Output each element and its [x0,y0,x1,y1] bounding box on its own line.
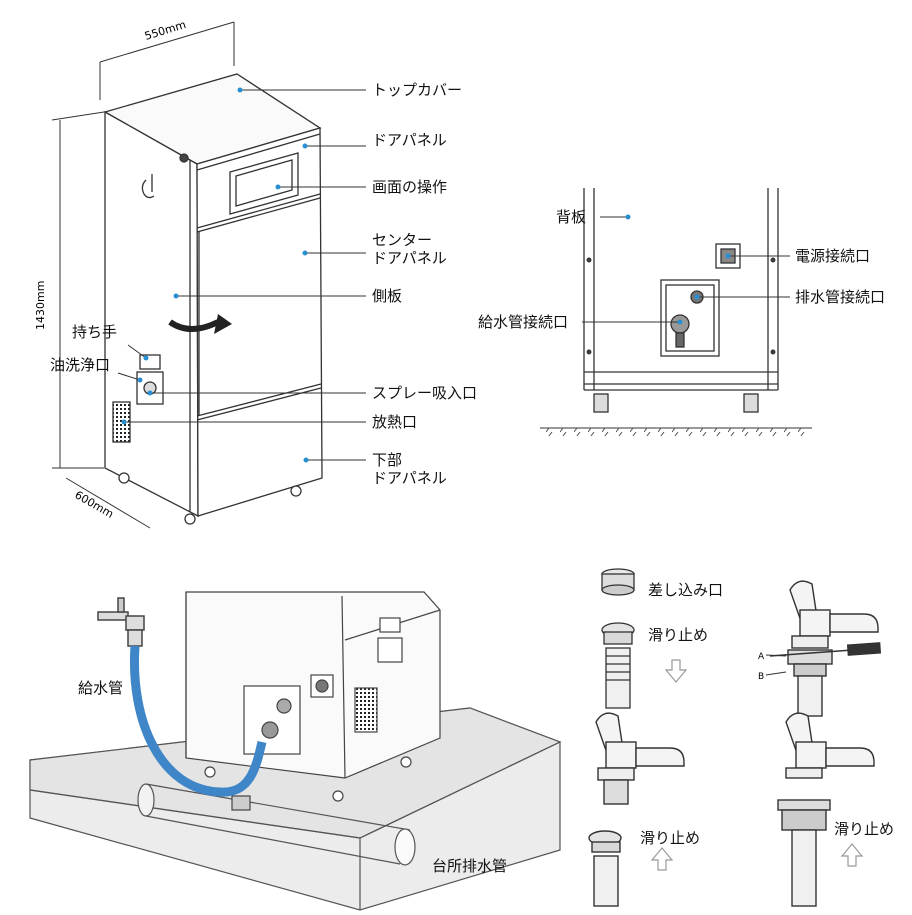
step4-faucet [777,712,875,907]
label-water-supply-pipe: 給水管 [78,679,124,697]
label-water-supply-port: 給水管接続口 [478,313,569,331]
marker-b-text: B [758,672,764,682]
label-spray-inlet: スプレー吸入口 [372,384,478,402]
dim-width-text: 550mm [143,18,187,43]
label-insert-port: 差し込み口 [648,581,724,599]
install-water-faucet [97,597,145,647]
label-center-door-line1: センター [372,231,433,249]
step3-faucet [588,712,685,907]
front-leaders [117,89,366,461]
step2-faucet [769,580,882,717]
label-top-cover: トップカバー [372,81,463,99]
step1-arrow-down [664,659,688,683]
door-rotate-arrow [168,319,220,332]
install-machine [185,591,441,811]
label-screen-operation: 画面の操作 [372,178,448,196]
dim-height-text: 1430mm [34,281,47,330]
marker-a-text: A [758,652,765,662]
label-anti-slip-2: 滑り止め [640,829,701,847]
step1-adapter [601,568,635,709]
label-side-panel: 側板 [372,287,403,305]
step3-arrow-up [650,847,674,871]
label-lower-door-line2: ドアパネル [372,469,447,487]
label-anti-slip-1: 滑り止め [648,626,709,644]
back-leader-dots [625,214,731,325]
marker-b-leader [765,671,787,676]
dimension-lines [51,21,235,529]
label-center-door-panel: センター ドアパネル [372,231,492,267]
dim-depth-text: 600mm [73,488,116,520]
label-power-port: 電源接続口 [795,247,871,265]
install-drain-pipe [137,783,416,866]
back-machine [583,188,779,413]
label-back-panel: 背板 [556,208,587,226]
marker-a-leader [765,654,787,657]
front-machine [103,73,323,525]
label-drain-port: 排水管接続口 [795,288,886,306]
label-kitchen-drain-pipe: 台所排水管 [432,857,508,875]
front-leader-dots [121,87,309,463]
label-lower-door-panel: 下部 ドアパネル [372,451,492,487]
door-rotate-arrowhead [214,314,232,334]
label-door-panel: ドアパネル [372,131,447,149]
step4-arrow-up [840,843,864,867]
label-lower-door-line1: 下部 [372,451,403,469]
water-supply-hose [129,645,267,797]
label-oil-wash-port: 油洗浄口 [50,356,111,374]
label-center-door-line2: ドアパネル [372,249,447,267]
label-anti-slip-3: 滑り止め [834,820,895,838]
back-ground-hatch [540,428,812,436]
label-heat-vent: 放熱口 [372,413,418,431]
label-handle: 持ち手 [72,323,118,341]
back-leaders [582,216,790,323]
